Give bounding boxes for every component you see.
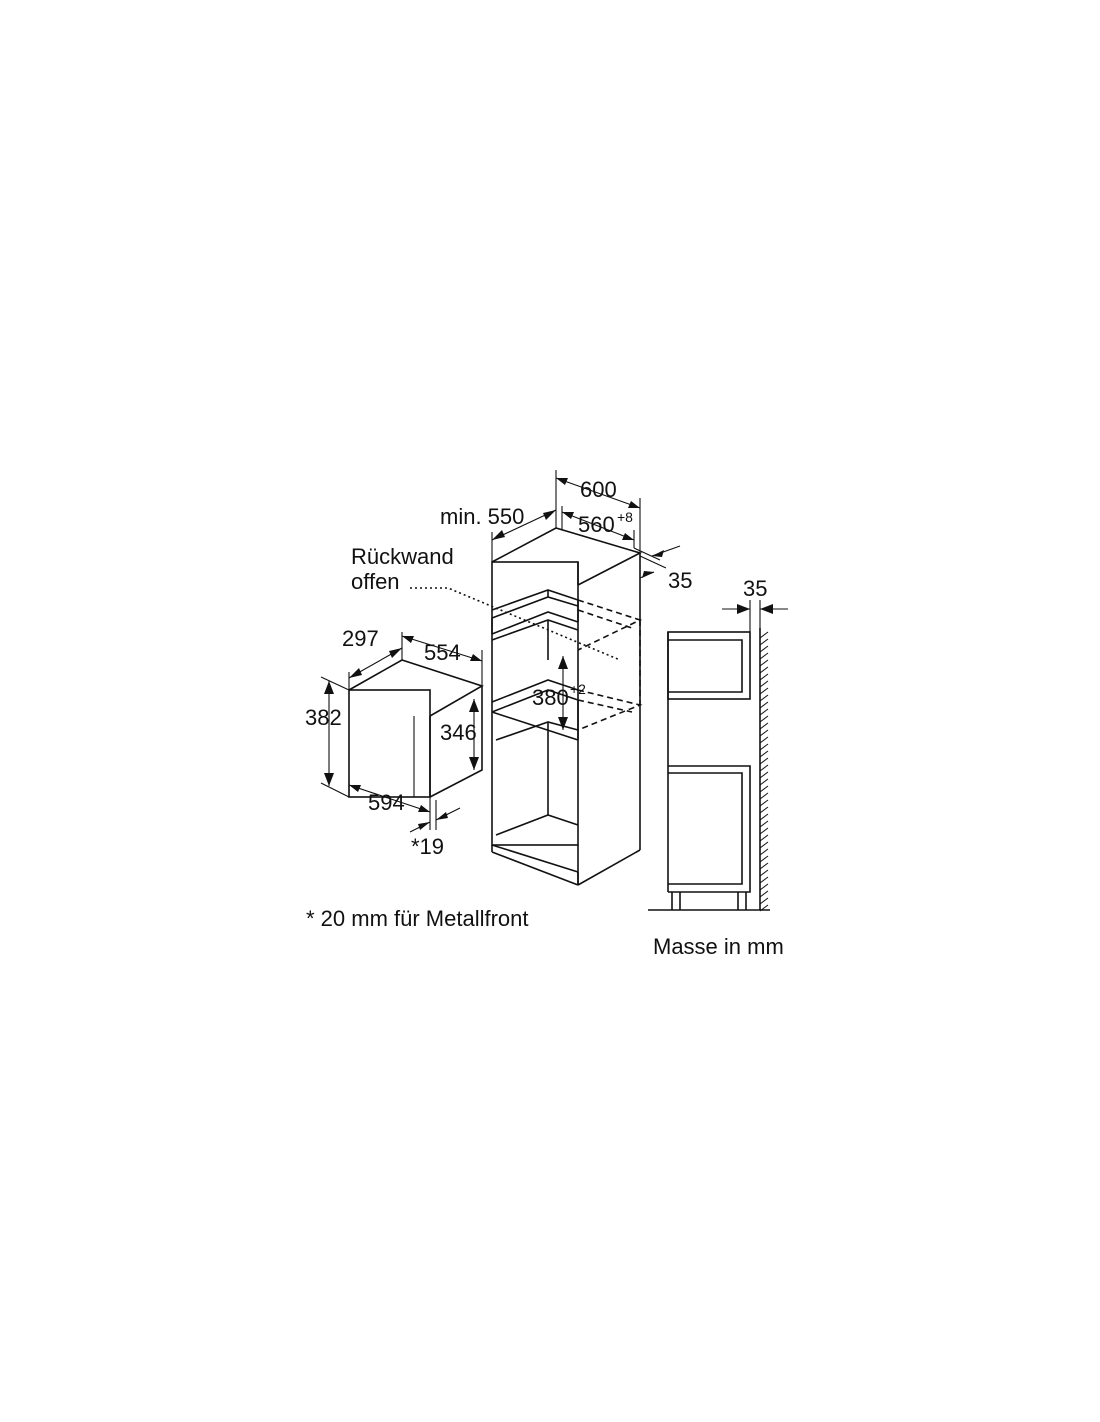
hatch-line	[759, 820, 769, 828]
hatch-line	[759, 771, 769, 779]
label-35-side: 35	[743, 576, 767, 601]
label-346: 346	[440, 720, 477, 745]
dimension-35-cabinet: 35	[633, 545, 692, 593]
label-297: 297	[342, 626, 379, 651]
hatch-line	[759, 652, 769, 660]
footnote-text: * 20 mm für Metallfront	[306, 906, 529, 931]
label-rueckwand: Rückwand	[351, 544, 454, 569]
hatch-line	[759, 659, 769, 667]
label-560-tolerance: +8	[617, 509, 633, 525]
hatch-line	[759, 666, 769, 674]
hatch-line	[759, 841, 769, 849]
dimension-600: 600	[555, 470, 641, 553]
hatch-line	[759, 757, 769, 765]
label-382: 382	[305, 705, 342, 730]
dimension-554: 554	[401, 635, 483, 686]
dimension-19: *19	[409, 797, 461, 859]
hatch-line	[759, 750, 769, 758]
hatch-line	[759, 778, 769, 786]
hatch-line	[759, 680, 769, 688]
dimension-297: 297	[342, 626, 403, 690]
hatch-line	[759, 736, 769, 744]
hatch-line	[759, 869, 769, 877]
hatch-line	[759, 834, 769, 842]
hatch-line	[759, 904, 769, 912]
microwave-appliance	[348, 659, 484, 798]
hatch-line	[759, 638, 769, 646]
hatch-line	[759, 799, 769, 807]
side-view	[648, 628, 770, 911]
hatch-line	[759, 701, 769, 709]
dimension-594: 594	[348, 782, 431, 815]
hatch-line	[759, 883, 769, 891]
label-380-tolerance: +2	[570, 681, 586, 697]
dimension-346: 346	[440, 699, 479, 770]
hatch-line	[759, 715, 769, 723]
wall-hatching	[759, 631, 769, 912]
dimension-550: min. 550	[440, 504, 557, 562]
dimension-560: 560 +8	[561, 506, 635, 548]
hatch-line	[759, 645, 769, 653]
hatch-line	[759, 631, 769, 639]
tall-cabinet	[491, 527, 643, 886]
hatch-line	[759, 813, 769, 821]
hatch-line	[759, 855, 769, 863]
hatch-line	[759, 694, 769, 702]
hatch-line	[759, 764, 769, 772]
label-380: 380	[532, 685, 569, 710]
label-554: 554	[424, 640, 461, 665]
dimension-382: 382	[305, 676, 350, 798]
hatch-line	[759, 743, 769, 751]
label-560: 560	[578, 512, 615, 537]
hatch-line	[759, 792, 769, 800]
hatch-line	[759, 827, 769, 835]
hatch-line	[759, 673, 769, 681]
hatch-line	[759, 729, 769, 737]
hatch-line	[759, 687, 769, 695]
label-min-550: min. 550	[440, 504, 524, 529]
hatch-line	[759, 708, 769, 716]
hatch-line	[759, 806, 769, 814]
hatch-line	[759, 890, 769, 898]
label-35-cabinet: 35	[668, 568, 692, 593]
label-594: 594	[368, 790, 405, 815]
hatch-line	[759, 848, 769, 856]
units-text: Masse in mm	[653, 934, 784, 959]
hatch-line	[759, 862, 769, 870]
hatch-line	[759, 876, 769, 884]
hatch-line	[759, 785, 769, 793]
dimension-35-side: 35	[722, 576, 788, 632]
label-600: 600	[580, 477, 617, 502]
hatch-line	[759, 897, 769, 905]
label-offen: offen	[351, 569, 400, 594]
label-19: *19	[411, 834, 444, 859]
hatch-line	[759, 722, 769, 730]
